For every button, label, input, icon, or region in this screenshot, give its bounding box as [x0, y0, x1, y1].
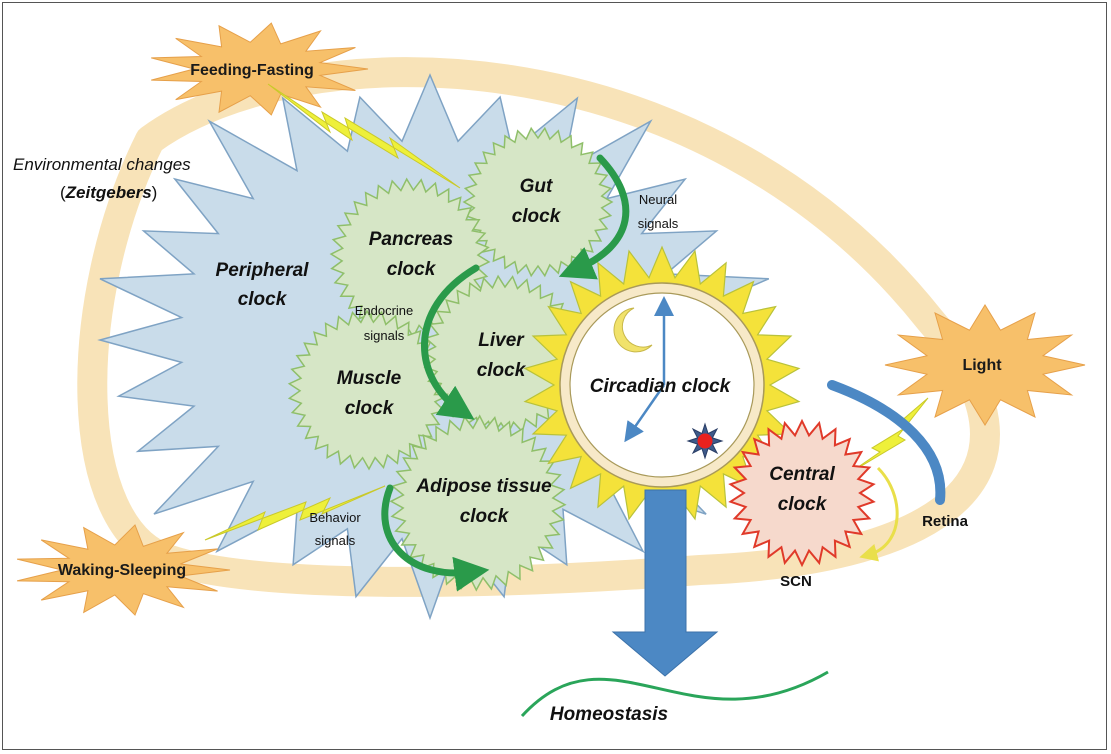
neural-signal-arrow — [558, 154, 630, 280]
liver-clock-label-2: clock — [477, 360, 527, 381]
behavior-signal-arrow — [381, 484, 490, 592]
behavior-signals-label-2: signals — [315, 533, 356, 548]
retina-to-scn-arrow — [859, 466, 899, 562]
adipose-clock-label-2: clock — [460, 506, 510, 527]
behavior-signals-label: Behavior — [309, 510, 361, 525]
adipose-clock-shape — [389, 414, 567, 592]
feeding-fasting-label: Feeding-Fasting — [190, 62, 314, 79]
peripheral-clock-label: Peripheral — [216, 260, 310, 281]
light-label: Light — [962, 357, 1002, 374]
gut-clock-label-2: clock — [512, 206, 562, 227]
muscle-clock-label: Muscle — [337, 368, 402, 389]
central-clock-label: Central — [769, 464, 835, 485]
adipose-clock-label: Adipose tissue — [415, 476, 552, 497]
circadian-clock-label: Circadian clock — [590, 376, 732, 397]
pancreas-clock-label-2: clock — [387, 259, 437, 280]
muscle-clock-label-2: clock — [345, 398, 395, 419]
retina-shape — [827, 380, 946, 505]
zeitgeber-loop — [77, 57, 1000, 597]
central-clock-shape — [728, 418, 876, 568]
endocrine-signals-label: Endocrine — [355, 303, 414, 318]
light-burst — [884, 304, 1086, 426]
homeostasis-output-arrow — [611, 489, 719, 677]
pancreas-clock-label: Pancreas — [369, 229, 454, 250]
homeostasis-wave — [520, 670, 829, 718]
moon-icon — [613, 307, 653, 353]
environmental-changes-label: Environmental changes — [13, 155, 191, 174]
homeostasis-label: Homeostasis — [550, 704, 668, 725]
feeding-bolt — [267, 83, 461, 189]
waking-sleeping-burst — [16, 524, 231, 616]
neural-signals-label: Neural — [639, 192, 677, 207]
waking-sleeping-label: Waking-Sleeping — [58, 562, 186, 579]
clock-hand-hour — [624, 384, 666, 443]
feeding-fasting-burst — [151, 22, 369, 116]
peripheral-clock-label-2: clock — [238, 289, 288, 310]
endocrine-signals-label-2: signals — [364, 328, 405, 343]
muscle-clock-shape — [287, 309, 449, 471]
scn-label: SCN — [780, 573, 812, 590]
liver-clock-label: Liver — [478, 330, 525, 351]
sun-icon-core — [697, 433, 713, 449]
waking-bolt — [204, 485, 386, 541]
endocrine-signal-arrow — [421, 264, 480, 420]
gut-clock-label: Gut — [520, 176, 553, 197]
retina-label: Retina — [922, 513, 969, 530]
neural-signals-label-2: signals — [638, 216, 679, 231]
zeitgebers-label: (Zeitgebers) — [60, 183, 157, 202]
central-clock-label-2: clock — [778, 494, 828, 515]
